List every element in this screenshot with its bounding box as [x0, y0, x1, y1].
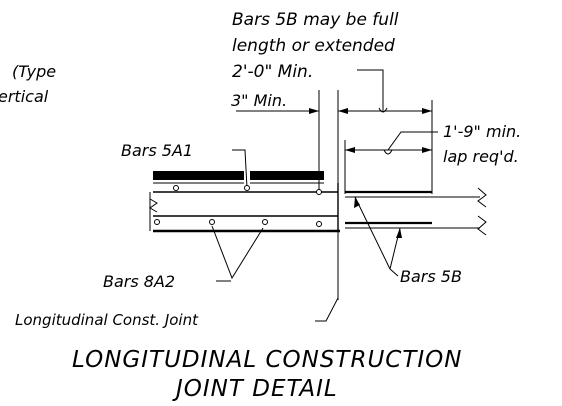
bottom-rebar-dots	[154, 219, 322, 227]
left-note-line-1: (Type	[12, 62, 56, 81]
bars-5b-arrow-2	[396, 228, 402, 238]
bars-5b-label: Bars 5B	[400, 267, 462, 286]
bars5b-note-leader-tick	[378, 107, 388, 113]
lap-label-line-2: lap req'd.	[443, 147, 519, 166]
bars-5b-leader-1	[354, 196, 391, 270]
long-joint-label: Longitudinal Const. Joint	[15, 311, 199, 329]
three-inch-min-label: 3" Min.	[231, 91, 287, 110]
extension-arrow-right	[422, 108, 432, 114]
lap-label-line-1: 1'-9" min.	[443, 122, 521, 141]
bars-5b-leader-tail	[389, 268, 399, 277]
bars-8a2-label: Bars 8A2	[103, 272, 175, 291]
title-line-2: JOINT DETAIL	[172, 376, 338, 402]
bars-8a2-leader	[211, 225, 264, 280]
top-rebar-dots	[173, 185, 322, 195]
lap-arrow-left	[345, 147, 355, 153]
bars5b-note-line-1: Bars 5B may be full	[232, 10, 399, 30]
bars-5a1-leader	[232, 149, 248, 189]
left-note-line-2: ertical	[0, 87, 49, 106]
title-line-1: LONGITUDINAL CONSTRUCTION	[72, 347, 463, 373]
bars5b-note-line-2: length or extended	[232, 36, 395, 56]
lap-leader-tick	[383, 149, 393, 155]
slab-section	[149, 183, 340, 233]
lap-leader	[387, 131, 438, 151]
bars5b-note-line-3: 2'-0" Min.	[232, 62, 313, 82]
new-slab-bars	[345, 187, 487, 236]
long-joint-leader	[315, 297, 339, 322]
top-surface-hatch	[153, 171, 324, 184]
bars-5b-arrow-1	[354, 197, 360, 208]
bars5b-note-leader	[357, 69, 384, 110]
bars-5a1-label: Bars 5A1	[121, 141, 193, 160]
lap-arrow-right	[422, 147, 432, 153]
three-inch-arrow	[309, 108, 319, 114]
